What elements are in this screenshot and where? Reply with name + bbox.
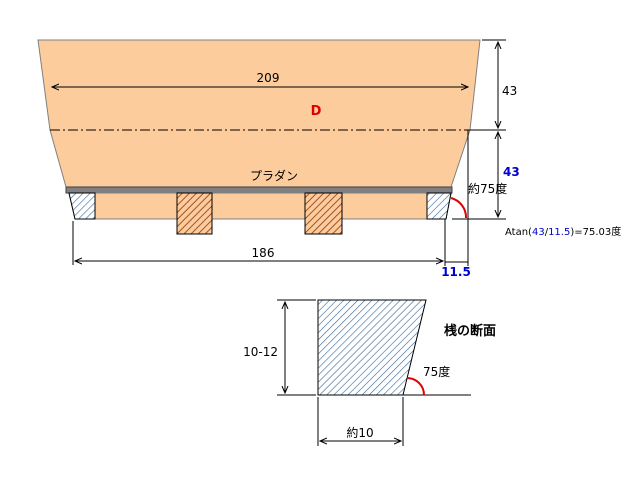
section-title: 桟の断面 <box>444 323 496 339</box>
box-body <box>37 39 481 188</box>
atan-formula: Atan(43/11.5)=75.03度 <box>505 225 621 238</box>
corner-piece-left <box>68 192 96 220</box>
corner-piece-right <box>426 192 452 220</box>
dim-label-209: 209 <box>257 71 280 85</box>
dim-label-10: 約10 <box>346 425 373 440</box>
d-label: D <box>311 104 322 119</box>
dim-label-115: 11.5 <box>441 265 471 279</box>
angle-arc-section <box>406 377 425 396</box>
section-angle-label: 75度 <box>423 364 450 379</box>
dim-label-43-lower: 43 <box>503 165 520 179</box>
dim-label-43-upper: 43 <box>502 84 517 98</box>
dim-label-10-12: 10-12 <box>243 345 278 359</box>
bottom-frame <box>68 192 452 220</box>
section-shape <box>317 299 427 396</box>
approx-angle-label: 約75度 <box>468 181 507 196</box>
post-right <box>304 192 343 235</box>
pallet-label: プラダン <box>250 168 298 183</box>
pallet-plate <box>65 186 453 194</box>
post-left <box>176 192 213 235</box>
dim-label-186: 186 <box>252 246 275 260</box>
angle-arc-main <box>450 197 468 219</box>
